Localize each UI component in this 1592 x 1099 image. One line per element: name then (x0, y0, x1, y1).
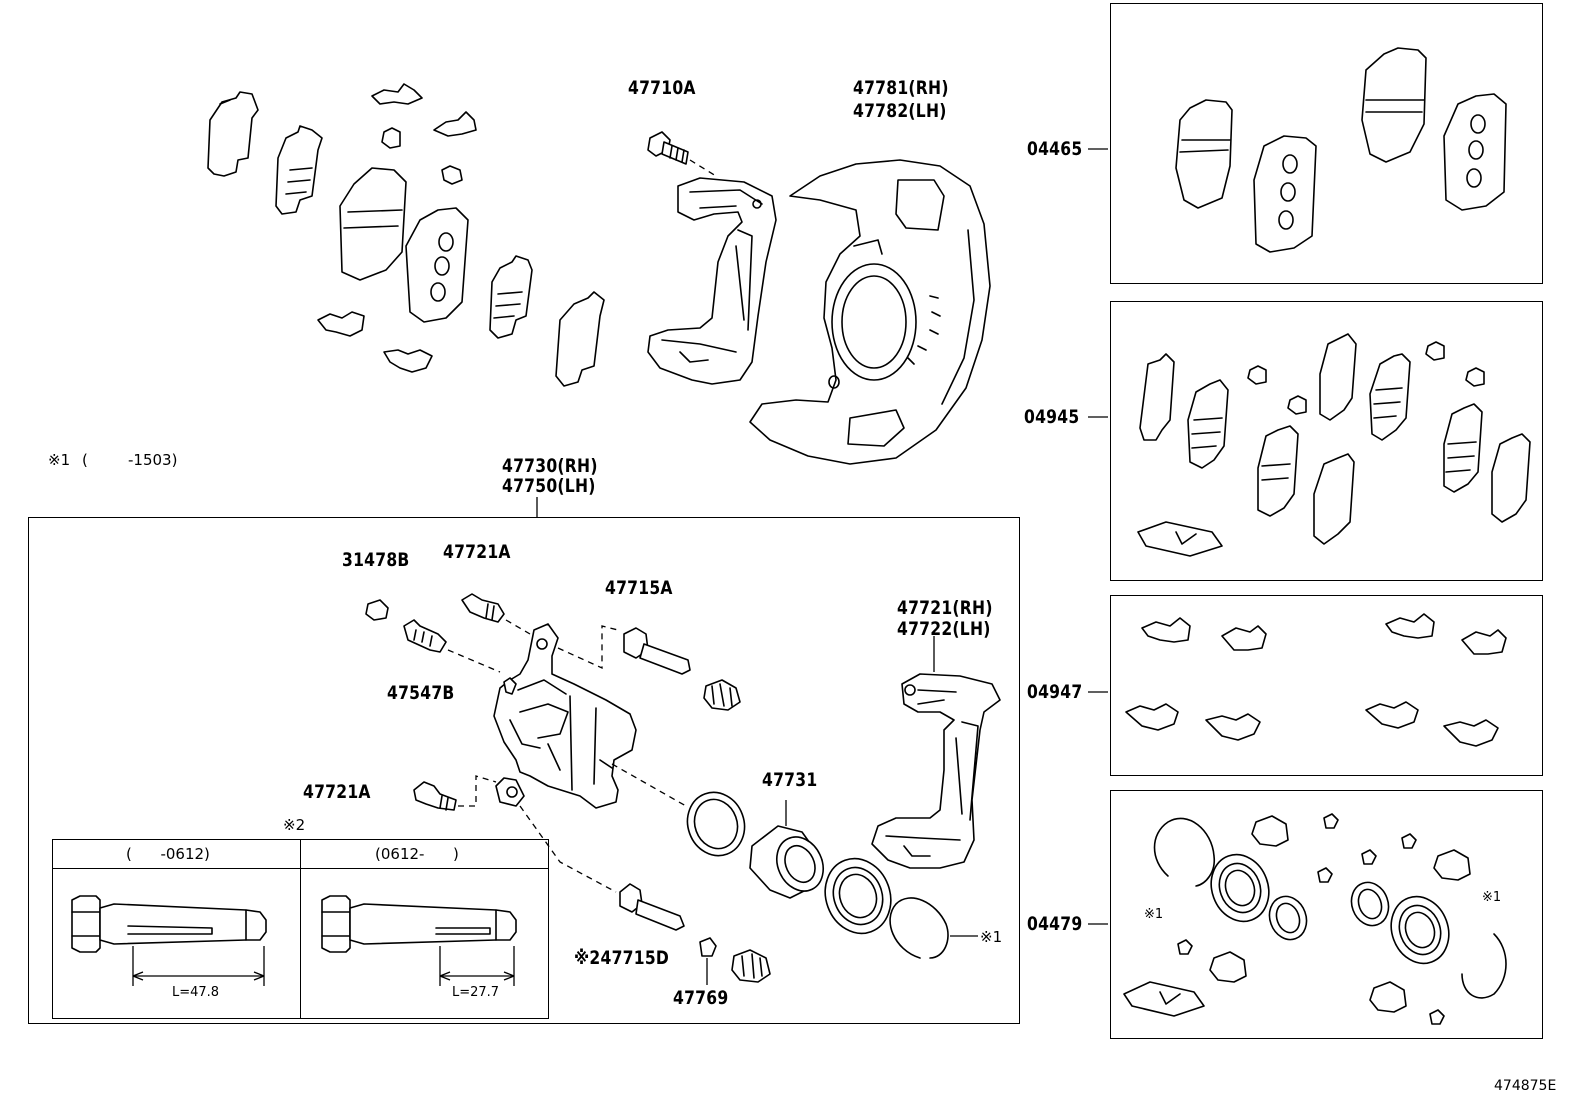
label-47715A: 47715A (605, 577, 673, 599)
pin-boot-upper (703, 679, 741, 711)
shim-inner-right (489, 255, 533, 339)
label-47721A-upper: 47721A (443, 541, 511, 563)
label-kit-04945: 04945 (1024, 406, 1080, 428)
caliper-body (493, 623, 637, 809)
label-47769: 47769 (673, 987, 729, 1009)
pin-boot-lower (731, 949, 771, 983)
footnote-end: -1503) (128, 451, 178, 469)
bushing-47769 (699, 937, 717, 957)
pin-variant-left-length: L=47.8 (172, 985, 220, 1000)
diagram-id: 474875E (1494, 1078, 1557, 1094)
label-47731: 47731 (762, 769, 818, 791)
label-47782-lh: 47782(LH) (853, 100, 947, 122)
kit-04945-frame (1110, 301, 1543, 581)
piston-seal-ring (686, 791, 746, 857)
label-47547B: 47547B (387, 682, 455, 704)
label-47730-rh: 47730(RH) (502, 455, 598, 477)
bushing-31478B (365, 599, 389, 621)
shim-outer-left (207, 91, 259, 177)
label-47715D: ※247715D (574, 947, 670, 969)
bolt-47721A-lower (413, 781, 457, 811)
pin-variant-right-header: (0612- ) (375, 845, 459, 863)
disc-dust-shield (749, 159, 991, 465)
label-snap-ring-marker: ※1 (980, 928, 1003, 946)
kit-04479-seals (1123, 813, 1507, 1025)
kit-04479-marker-right: ※1 (1482, 890, 1502, 905)
kit-04947-clips (1125, 613, 1507, 747)
bolt-47710A (647, 131, 689, 165)
label-47722-lh: 47722(LH) (897, 618, 991, 640)
piston-dust-boot (824, 857, 892, 935)
shim-inner-left (275, 125, 323, 215)
footnote-open: ( (82, 451, 88, 469)
brake-pad-inner (405, 207, 469, 323)
caliper-assembly-frame (28, 517, 1020, 1024)
kit-04465-frame (1110, 3, 1543, 284)
bolt-47721A-upper (461, 593, 505, 623)
bleeder-47547B (403, 619, 447, 653)
label-kit-04465: 04465 (1027, 138, 1083, 160)
label-kit-04479: 04479 (1027, 913, 1083, 935)
label-47721-rh: 47721(RH) (897, 597, 993, 619)
anti-squeal-clips (317, 83, 477, 373)
pin-variants-marker: ※2 (283, 816, 306, 834)
caliper-piston-47731 (749, 825, 824, 899)
kit-04479-marker-left: ※1 (1144, 907, 1164, 922)
snap-ring (889, 897, 949, 959)
pin-variant-right (321, 895, 517, 953)
footnote-marker: ※1 (48, 451, 71, 469)
kit-04479-frame (1110, 790, 1543, 1039)
label-47750-lh: 47750(LH) (502, 475, 596, 497)
label-31478B: 31478B (342, 549, 410, 571)
slide-pin-47715D (619, 883, 685, 931)
label-47781-rh: 47781(RH) (853, 77, 949, 99)
label-47710A: 47710A (628, 77, 696, 99)
kit-04947-frame (1110, 595, 1543, 776)
slide-pin-47715A (623, 627, 691, 675)
brake-pad-outer (339, 167, 407, 281)
pin-variant-left-header: ( -0612) (126, 845, 210, 863)
pin-variant-right-length: L=27.7 (452, 985, 500, 1000)
caliper-bracket-upper (647, 177, 777, 385)
pin-variants-divider (300, 839, 301, 1019)
pin-variant-left (71, 895, 267, 953)
label-kit-04947: 04947 (1027, 681, 1083, 703)
kit-04945-shims (1137, 333, 1531, 557)
label-47721A-lower: 47721A (303, 781, 371, 803)
shim-outer-right (555, 291, 605, 387)
caliper-mounting-bracket (871, 673, 1001, 869)
kit-04465-pads (1175, 47, 1507, 253)
